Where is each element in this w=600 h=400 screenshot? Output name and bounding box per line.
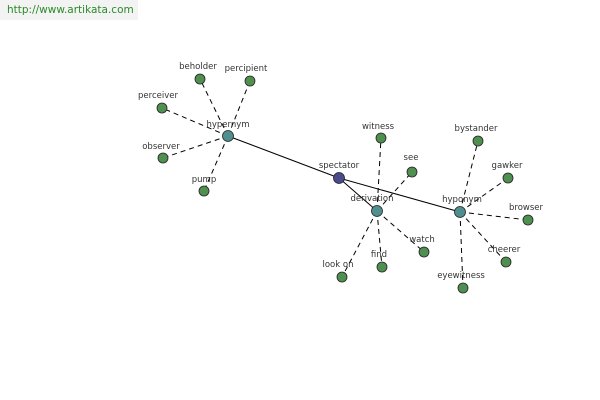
node-percipient[interactable]	[244, 75, 256, 87]
edge-hyponym-cheerer	[459, 211, 507, 263]
node-label-witness[interactable]: witness	[362, 122, 395, 132]
node-label-eyewitness[interactable]: eyewitness	[437, 271, 485, 281]
node-bystander[interactable]	[472, 135, 484, 147]
node-label-spectator[interactable]: spectator	[319, 161, 360, 171]
node-label-beholder[interactable]: beholder	[179, 62, 217, 72]
node-label-look-on[interactable]: look on	[323, 260, 354, 270]
node-hyponym[interactable]	[454, 206, 466, 218]
node-gawker[interactable]	[502, 172, 514, 184]
node-label-find[interactable]: find	[371, 250, 387, 260]
node-derivation[interactable]	[371, 205, 383, 217]
edge-hypernym-beholder	[199, 78, 229, 137]
edge-derivation-witness	[376, 137, 382, 212]
node-label-observer[interactable]: observer	[142, 142, 180, 152]
edge-hypernym-observer	[162, 135, 229, 159]
edge-hypernym-pump	[203, 135, 229, 192]
edge-derivation-find	[376, 210, 383, 268]
edge-spectator-derivation	[338, 177, 378, 212]
node-perceiver[interactable]	[156, 102, 168, 114]
node-cheerer[interactable]	[500, 256, 512, 268]
node-watch[interactable]	[418, 246, 430, 258]
node-pump[interactable]	[198, 185, 210, 197]
node-browser[interactable]	[522, 214, 534, 226]
node-beholder[interactable]	[194, 73, 206, 85]
node-label-gawker[interactable]: gawker	[492, 161, 523, 171]
node-eyewitness[interactable]	[457, 282, 469, 294]
node-label-browser[interactable]: browser	[509, 203, 544, 213]
edge-spectator-hyponym	[338, 177, 461, 213]
node-label-hyponym[interactable]: hyponym	[442, 195, 482, 205]
site-url-link[interactable]: http://www.artikata.com	[7, 4, 134, 16]
node-hypernym[interactable]	[222, 130, 234, 142]
edge-derivation-watch	[376, 210, 425, 253]
node-observer[interactable]	[157, 152, 169, 164]
node-label-watch[interactable]: watch	[409, 235, 435, 245]
edge-derivation-see	[376, 171, 413, 212]
edges-layer	[161, 78, 529, 289]
node-see[interactable]	[406, 166, 418, 178]
labels-layer: spectator hypernym derivation hyponym behold…	[138, 62, 543, 281]
node-label-bystander[interactable]: bystander	[455, 124, 498, 134]
node-label-hypernym[interactable]: hypernym	[206, 120, 249, 130]
edge-hyponym-gawker	[459, 177, 509, 213]
nodes-layer	[156, 73, 534, 294]
node-spectator[interactable]	[333, 172, 345, 184]
node-label-perceiver[interactable]: perceiver	[138, 91, 178, 101]
node-look-on[interactable]	[336, 271, 348, 283]
node-label-see[interactable]: see	[404, 153, 419, 163]
node-label-percipient[interactable]: percipient	[225, 64, 268, 74]
edge-hypernym-percipient	[227, 80, 251, 137]
node-label-pump[interactable]: pump	[192, 175, 216, 185]
node-witness[interactable]	[375, 132, 387, 144]
node-find[interactable]	[376, 261, 388, 273]
edge-hypernym-spectator	[227, 135, 340, 179]
edge-derivation-look-on	[341, 210, 378, 278]
node-label-cheerer[interactable]: cheerer	[488, 245, 521, 255]
edge-hyponym-bystander	[459, 140, 479, 213]
edge-hyponym-eyewitness	[459, 211, 464, 289]
site-url-banner[interactable]: http://www.artikata.com	[0, 0, 138, 20]
node-label-derivation[interactable]: derivation	[350, 194, 393, 204]
edge-hypernym-perceiver	[161, 107, 229, 137]
edge-hyponym-browser	[459, 211, 529, 221]
